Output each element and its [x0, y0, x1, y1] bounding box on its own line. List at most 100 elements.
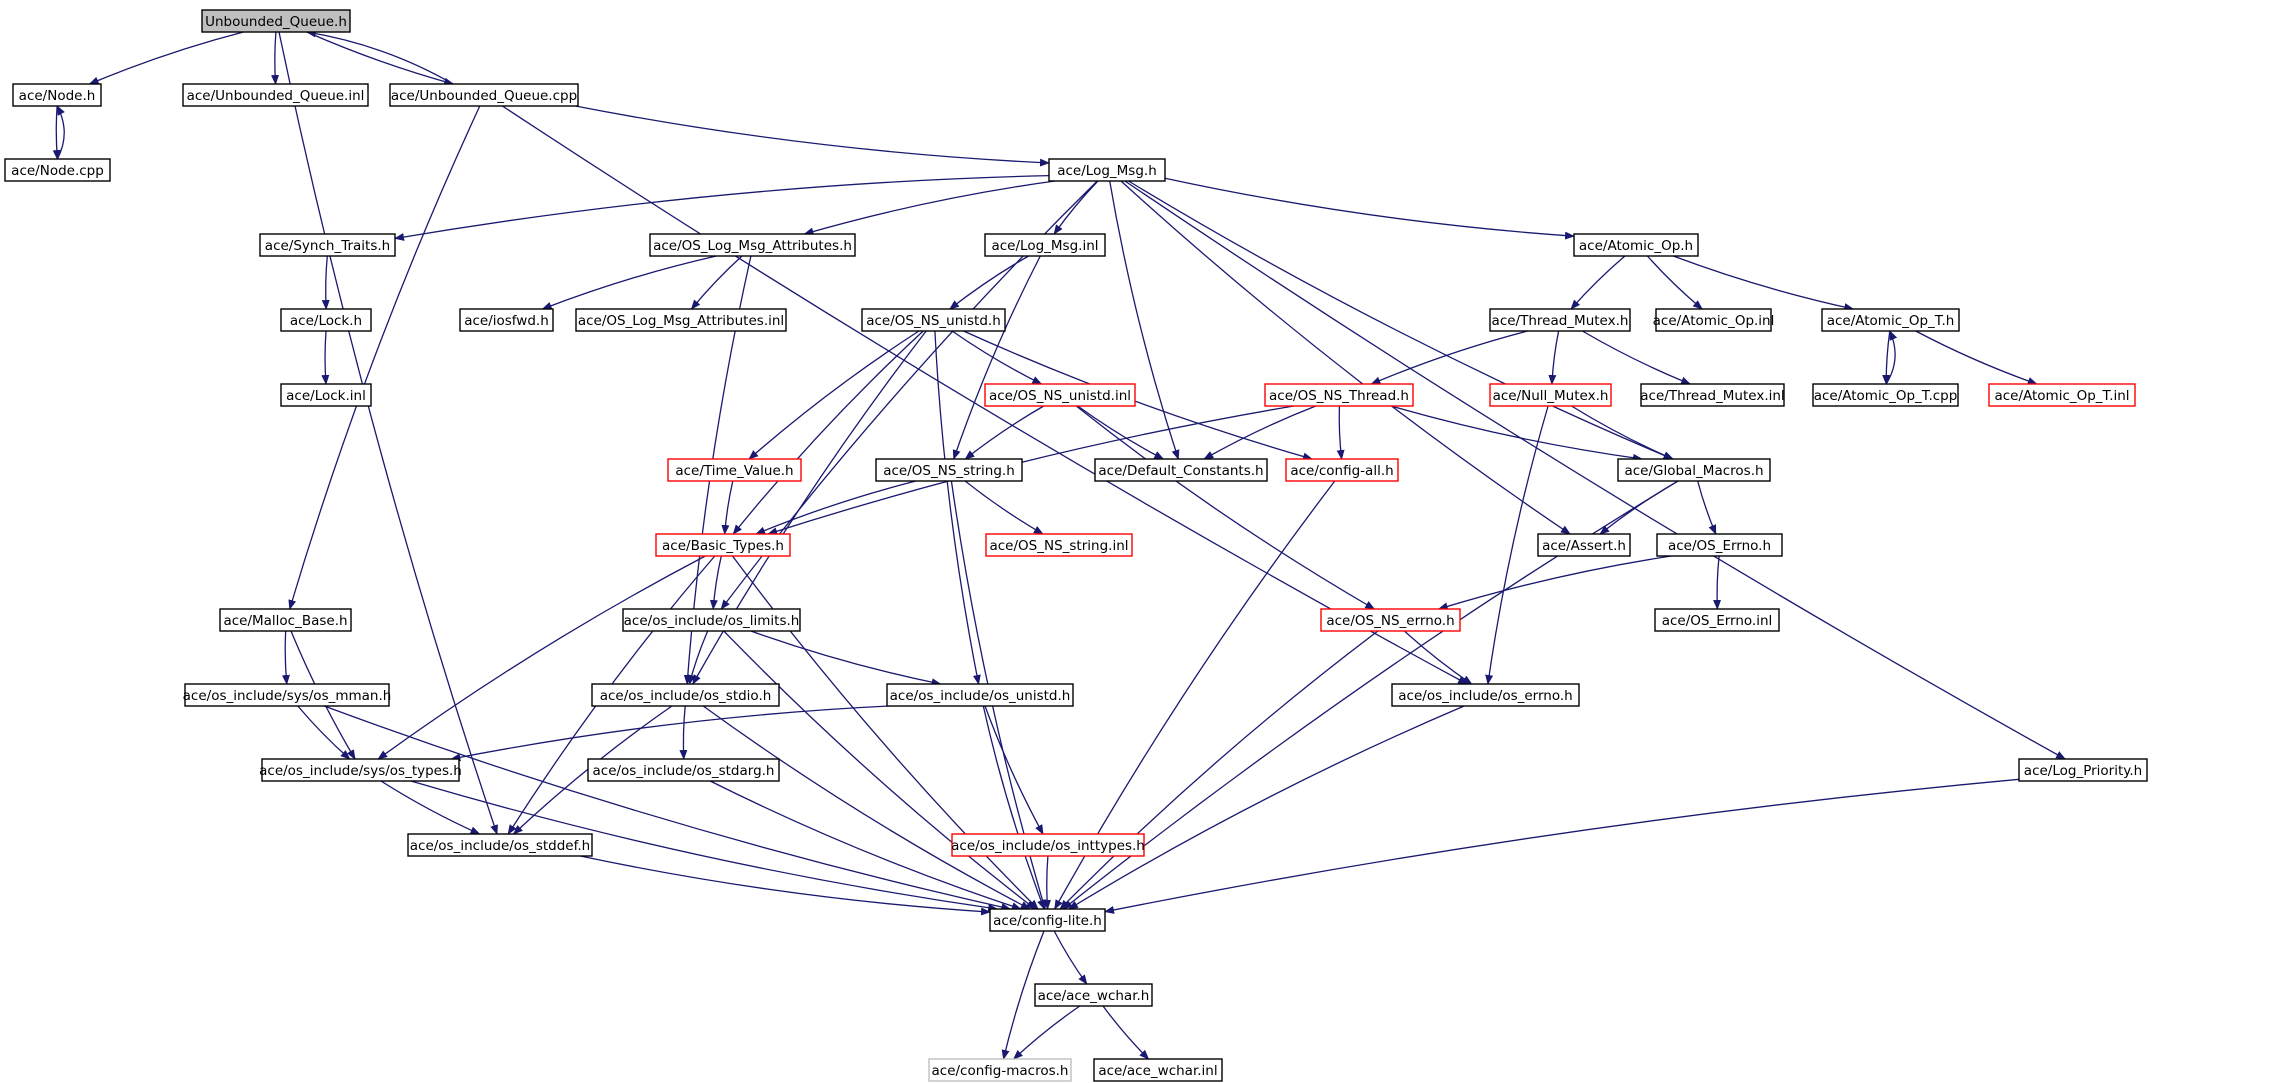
node-log-priority-h[interactable]: ace/Log_Priority.h: [2018, 758, 2148, 782]
node-os-ns-errno-h[interactable]: ace/OS_NS_errno.h: [1320, 608, 1461, 632]
node-null-mutex-h[interactable]: ace/Null_Mutex.h: [1489, 383, 1612, 407]
edge-unbounded_queue_cpp-to-os_errno_inc_h: [502, 105, 1468, 685]
node-box: [259, 233, 396, 257]
node-os-log-msg-attributes-inl[interactable]: ace/OS_Log_Msg_Attributes.inl: [575, 308, 787, 332]
node-os-errno-inl[interactable]: ace/OS_Errno.inl: [1654, 608, 1780, 632]
node-box: [201, 9, 351, 33]
node-label: ace/Atomic_Op_T.inl: [1994, 388, 2129, 404]
node-box: [989, 908, 1106, 932]
node-label: ace/Thread_Mutex.h: [1492, 313, 1629, 329]
node-label: ace/Log_Priority.h: [2024, 763, 2142, 779]
node-label: ace/Unbounded_Queue.inl: [187, 88, 365, 104]
node-unbounded-queue-h[interactable]: Unbounded_Queue.h: [201, 9, 351, 33]
edge-log_msg_inl-to-os_ns_string_h: [952, 255, 1041, 460]
edge-synch_traits_h-to-lock_h: [321, 255, 330, 310]
node-os-ns-string-h[interactable]: ace/OS_NS_string.h: [875, 458, 1023, 482]
node-unbounded-queue-cpp[interactable]: ace/Unbounded_Queue.cpp: [389, 83, 579, 107]
node-os-ns-unistd-h[interactable]: ace/OS_NS_unistd.h: [861, 308, 1006, 332]
edge-os_ns_unistd_inl-to-os_ns_errno_h: [1075, 405, 1376, 610]
node-label: ace/iosfwd.h: [464, 313, 549, 329]
node-box: [655, 533, 791, 557]
edge-os_stdio_h-to-config_lite_h: [702, 705, 1031, 910]
node-node-h[interactable]: ace/Node.h: [12, 83, 102, 107]
node-ace-wchar-inl[interactable]: ace/ace_wchar.inl: [1093, 1058, 1223, 1082]
node-lock-h[interactable]: ace/Lock.h: [280, 308, 372, 332]
node-os-errno-inc-h[interactable]: ace/os_include/os_errno.h: [1391, 683, 1580, 707]
node-os-log-msg-attributes-h[interactable]: ace/OS_Log_Msg_Attributes.h: [649, 233, 856, 257]
node-default-constants-h[interactable]: ace/Default_Constants.h: [1094, 458, 1268, 482]
node-label: ace/Atomic_Op_T.cpp: [1814, 388, 1958, 404]
node-box: [984, 383, 1136, 407]
edge-os_unistd_h-to-os_types_h: [450, 705, 890, 762]
node-box: [1320, 608, 1461, 632]
edge-os_types_h-to-os_stddef_h: [380, 780, 481, 835]
node-thread-mutex-inl[interactable]: ace/Thread_Mutex.inl: [1640, 383, 1785, 407]
node-label: ace/Basic_Types.h: [662, 538, 784, 554]
node-os-ns-unistd-inl[interactable]: ace/OS_NS_unistd.inl: [984, 383, 1136, 407]
node-atomic-op-t-inl[interactable]: ace/Atomic_Op_T.inl: [1988, 383, 2136, 407]
node-os-stdarg-h[interactable]: ace/os_include/os_stdarg.h: [587, 758, 780, 782]
node-os-stdio-h[interactable]: ace/os_include/os_stdio.h: [591, 683, 780, 707]
node-label: ace/Log_Msg.inl: [991, 238, 1098, 254]
node-config-all-h[interactable]: ace/config-all.h: [1285, 458, 1399, 482]
edge-thread_mutex_h-to-null_mutex_h: [1548, 330, 1560, 385]
edge-atomic_op_h-to-thread_mutex_h: [1570, 255, 1626, 310]
node-ace-wchar-h[interactable]: ace/ace_wchar.h: [1034, 983, 1153, 1007]
node-config-macros-h[interactable]: ace/config-macros.h: [928, 1058, 1072, 1082]
node-time-value-h[interactable]: ace/Time_Value.h: [667, 458, 802, 482]
node-log-msg-h[interactable]: ace/Log_Msg.h: [1048, 158, 1166, 182]
node-box: [1537, 533, 1631, 557]
node-thread-mutex-h[interactable]: ace/Thread_Mutex.h: [1489, 308, 1631, 332]
edge-log_msg_h-to-atomic_op_h: [1164, 177, 1575, 240]
node-malloc-base-h[interactable]: ace/Malloc_Base.h: [219, 608, 352, 632]
node-config-lite-h[interactable]: ace/config-lite.h: [989, 908, 1106, 932]
node-unbounded-queue-inl[interactable]: ace/Unbounded_Queue.inl: [182, 83, 369, 107]
node-box: [1617, 458, 1771, 482]
edge-config_lite_h-to-ace_wchar_h: [1053, 930, 1088, 985]
edge-ace_wchar_h-to-config_macros_h: [1012, 1005, 1081, 1060]
edge-os_types_h-to-config_lite_h: [410, 780, 999, 912]
node-box: [886, 683, 1074, 707]
node-os-unistd-h[interactable]: ace/os_include/os_unistd.h: [886, 683, 1074, 707]
node-box: [1048, 158, 1166, 182]
node-box: [575, 308, 787, 332]
node-node-cpp[interactable]: ace/Node.cpp: [4, 158, 111, 182]
edge-atomic_op_t_h-to-atomic_op_t_inl: [1915, 330, 2038, 385]
node-os-types-h[interactable]: ace/os_include/sys/os_types.h: [259, 758, 462, 782]
edge-log_msg_h-to-assert_h: [1120, 180, 1571, 535]
node-label: ace/OS_Errno.h: [1668, 538, 1771, 554]
node-global-macros-h[interactable]: ace/Global_Macros.h: [1617, 458, 1771, 482]
node-log-msg-inl[interactable]: ace/Log_Msg.inl: [984, 233, 1106, 257]
node-label: ace/os_include/os_stdio.h: [600, 688, 772, 704]
edge-os_ns_thread_h-to-config_all_h: [1336, 405, 1345, 460]
edge-basic_types_h-to-os_types_h: [377, 555, 706, 760]
edge-os_limits_h-to-os_stdio_h: [687, 630, 709, 685]
node-atomic-op-h[interactable]: ace/Atomic_Op.h: [1573, 233, 1699, 257]
node-basic-types-h[interactable]: ace/Basic_Types.h: [655, 533, 791, 557]
node-synch-traits-h[interactable]: ace/Synch_Traits.h: [259, 233, 396, 257]
node-os-mman-h[interactable]: ace/os_include/sys/os_mman.h: [183, 683, 392, 707]
node-lock-inl[interactable]: ace/Lock.inl: [280, 383, 372, 407]
node-box: [587, 758, 780, 782]
node-os-inttypes-h[interactable]: ace/os_include/os_inttypes.h: [951, 833, 1145, 857]
node-box: [459, 308, 554, 332]
node-assert-h[interactable]: ace/Assert.h: [1537, 533, 1631, 557]
node-iosfwd-h[interactable]: ace/iosfwd.h: [459, 308, 554, 332]
edge-thread_mutex_h-to-os_ns_thread_h: [1370, 330, 1528, 385]
node-label: ace/os_include/sys/os_types.h: [259, 763, 462, 779]
node-atomic-op-t-h[interactable]: ace/Atomic_Op_T.h: [1821, 308, 1960, 332]
edge-basic_types_h-to-os_limits_h: [709, 555, 722, 610]
node-atomic-op-t-cpp[interactable]: ace/Atomic_Op_T.cpp: [1812, 383, 1959, 407]
edge-unbounded_queue_cpp-to-unbounded_queue_h: [305, 29, 454, 85]
edge-os_ns_unistd_inl-to-default_constants_h: [1077, 405, 1165, 460]
node-atomic-op-inl[interactable]: ace/Atomic_Op.inl: [1653, 308, 1775, 332]
node-box: [407, 833, 593, 857]
edge-os_inttypes_h-to-config_lite_h: [1042, 855, 1051, 910]
node-os-ns-string-inl[interactable]: ace/OS_NS_string.inl: [985, 533, 1133, 557]
node-os-errno-h[interactable]: ace/OS_Errno.h: [1656, 533, 1783, 557]
node-os-limits-h[interactable]: ace/os_include/os_limits.h: [622, 608, 801, 632]
edge-os_mman_h-to-os_types_h: [297, 705, 351, 760]
node-os-stddef-h[interactable]: ace/os_include/os_stddef.h: [407, 833, 593, 857]
node-os-ns-thread-h[interactable]: ace/OS_NS_Thread.h: [1264, 383, 1414, 407]
edge-os_ns_errno_h-to-config_lite_h: [1059, 630, 1379, 910]
